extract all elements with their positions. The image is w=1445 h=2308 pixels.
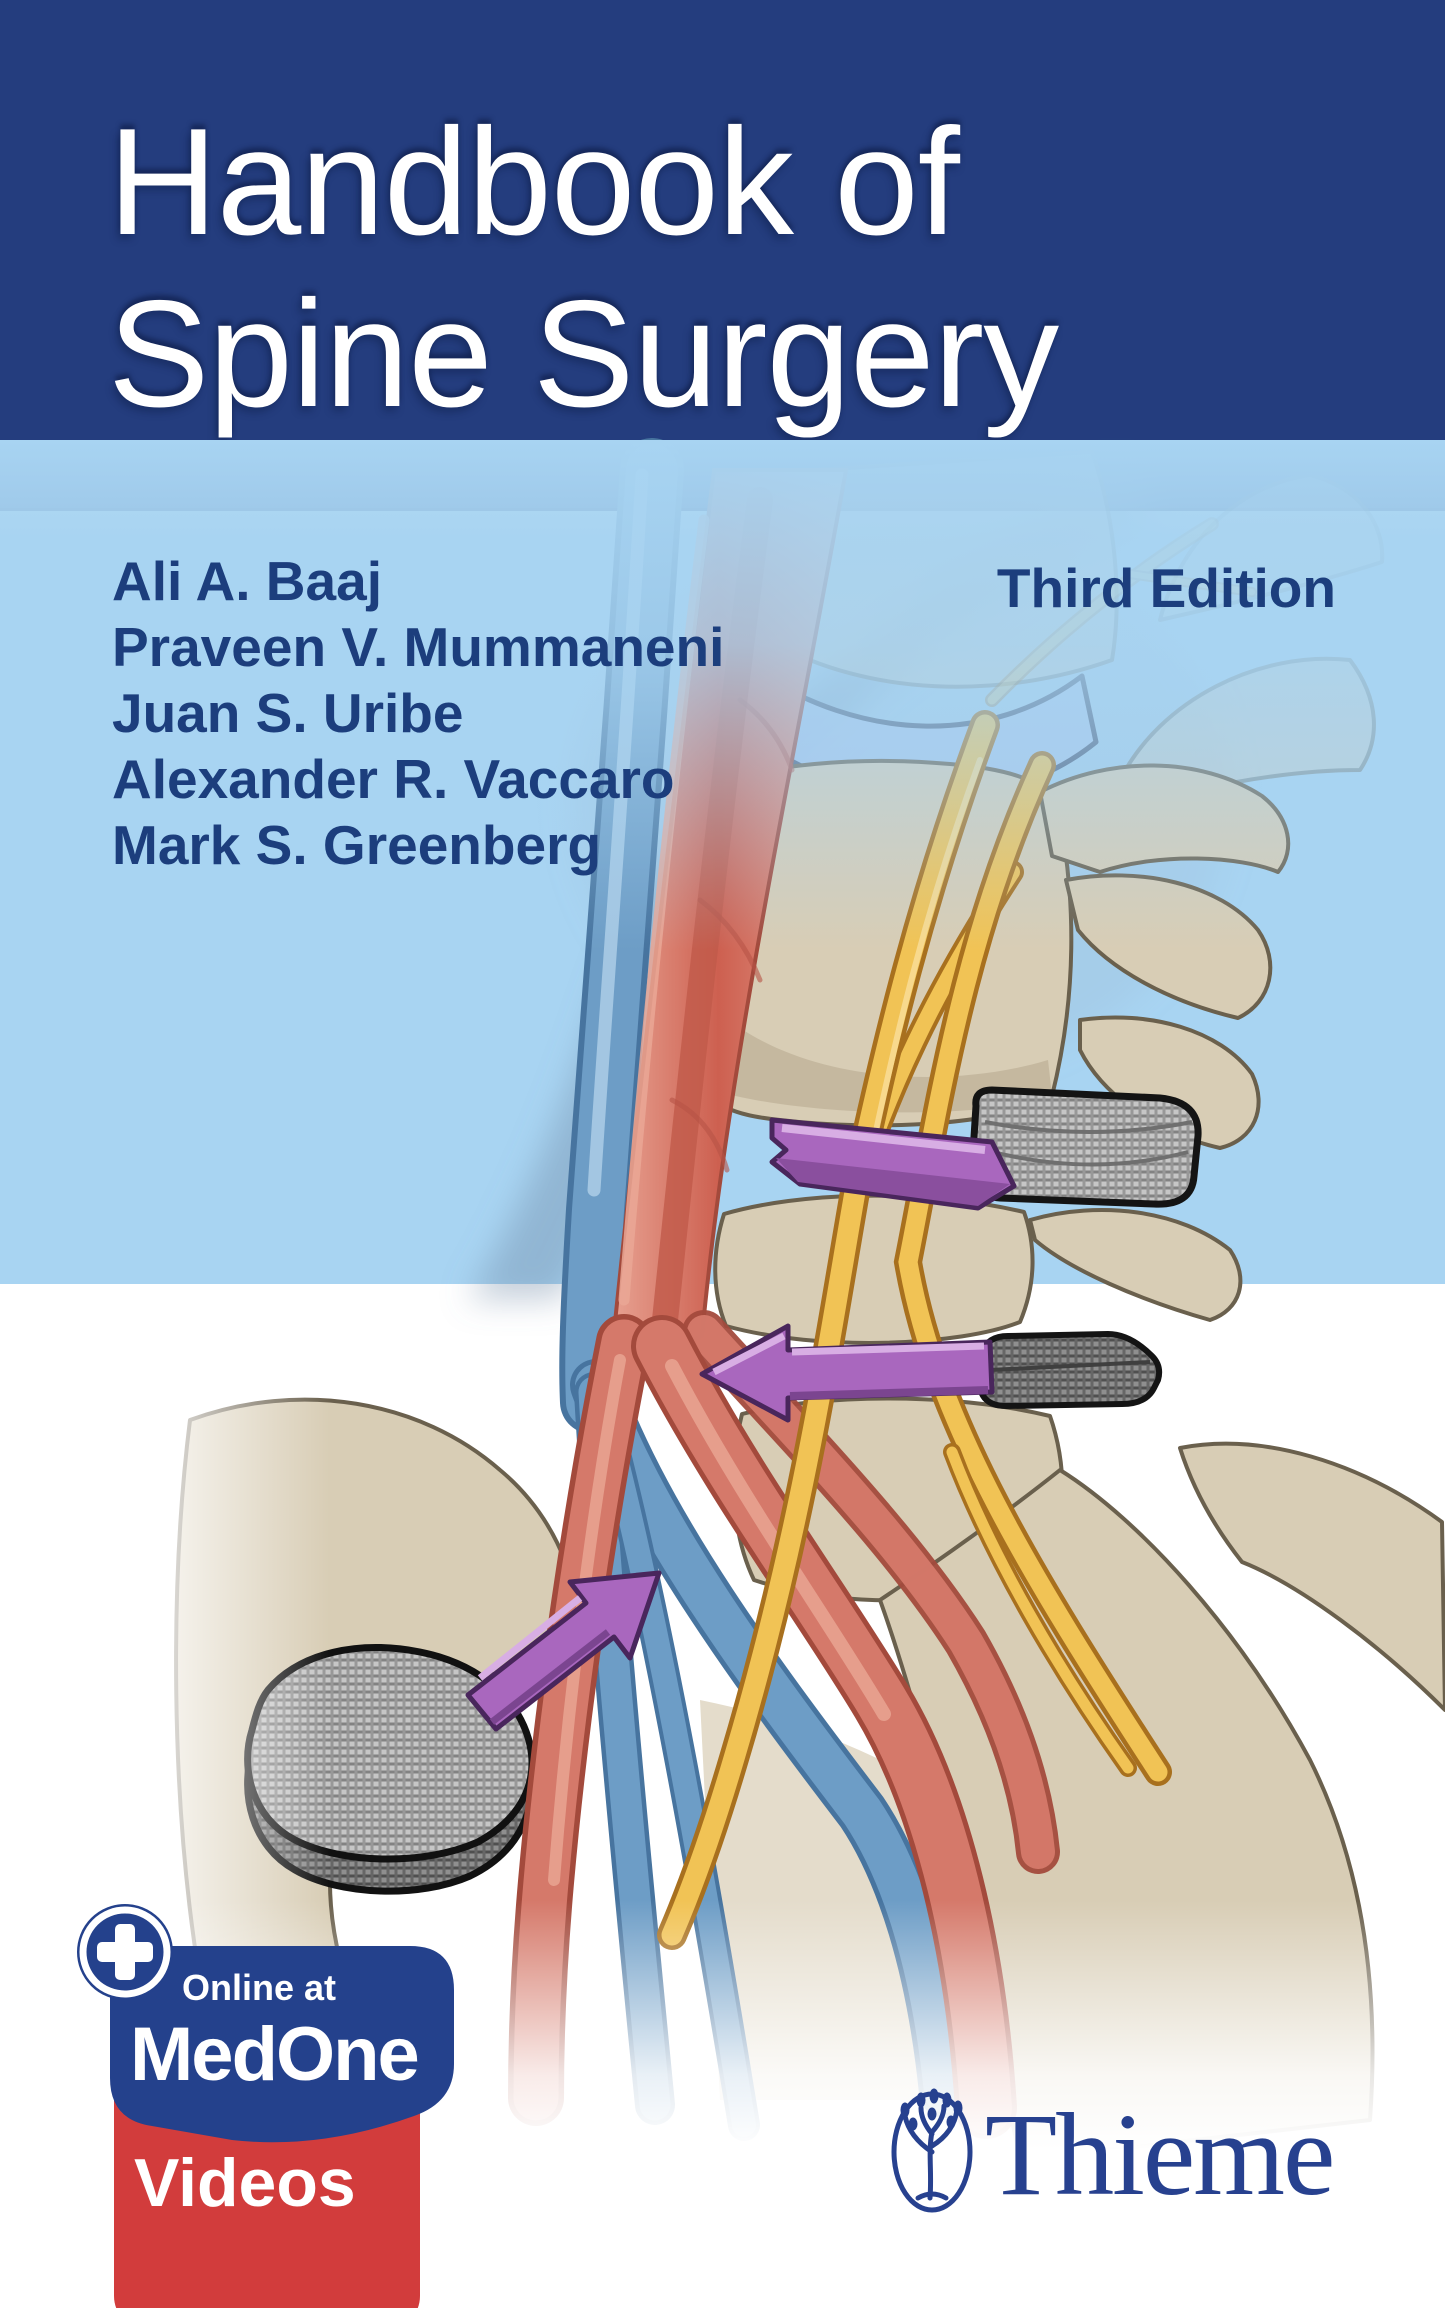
purple-blade: [769, 1117, 1017, 1211]
sacrum-wing: [1178, 1441, 1445, 1712]
title-band: Handbook of Spine Surgery: [0, 0, 1445, 511]
book-title: Handbook of Spine Surgery: [108, 96, 1059, 440]
author-name: Ali A. Baaj: [112, 550, 382, 612]
author-name: Mark S. Greenberg: [112, 814, 602, 876]
vertebra-L5: [713, 1193, 1035, 1345]
author-list: Ali A. Baaj Praveen V. Mummaneni Juan S.…: [112, 548, 724, 878]
plus-icon: [77, 1904, 173, 2000]
purple-arrow-left: [699, 1323, 995, 1423]
top-fade: [0, 440, 1445, 952]
publisher-name: Thieme: [985, 2089, 1333, 2220]
title-line-1: Handbook of: [108, 97, 960, 267]
interbody-cage-lower: [976, 1330, 1163, 1410]
badge-blue-panel: [110, 1946, 454, 2143]
cover-illustration: [0, 438, 1445, 2180]
thieme-tree-logo: [891, 2088, 973, 2213]
title-line-2: Spine Surgery: [108, 269, 1059, 439]
medone-badge: Online at MedOne Videos: [77, 1904, 454, 2308]
edition-label: Third Edition: [996, 557, 1336, 619]
author-name: Juan S. Uribe: [112, 682, 464, 744]
purple-instruments: [465, 1117, 1017, 1732]
left-fade: [120, 1290, 330, 2010]
badge-online-at: Online at: [182, 1967, 336, 2008]
posterior-element: [1028, 1208, 1243, 1322]
author-name: Alexander R. Vaccaro: [112, 748, 675, 810]
purple-arrow-up-right: [465, 1570, 662, 1732]
author-name: Praveen V. Mummaneni: [112, 616, 725, 678]
badge-videos: Videos: [134, 2145, 356, 2221]
badge-medone: MedOne: [130, 2012, 418, 2097]
publisher-logo: Thieme: [891, 2088, 1335, 2220]
